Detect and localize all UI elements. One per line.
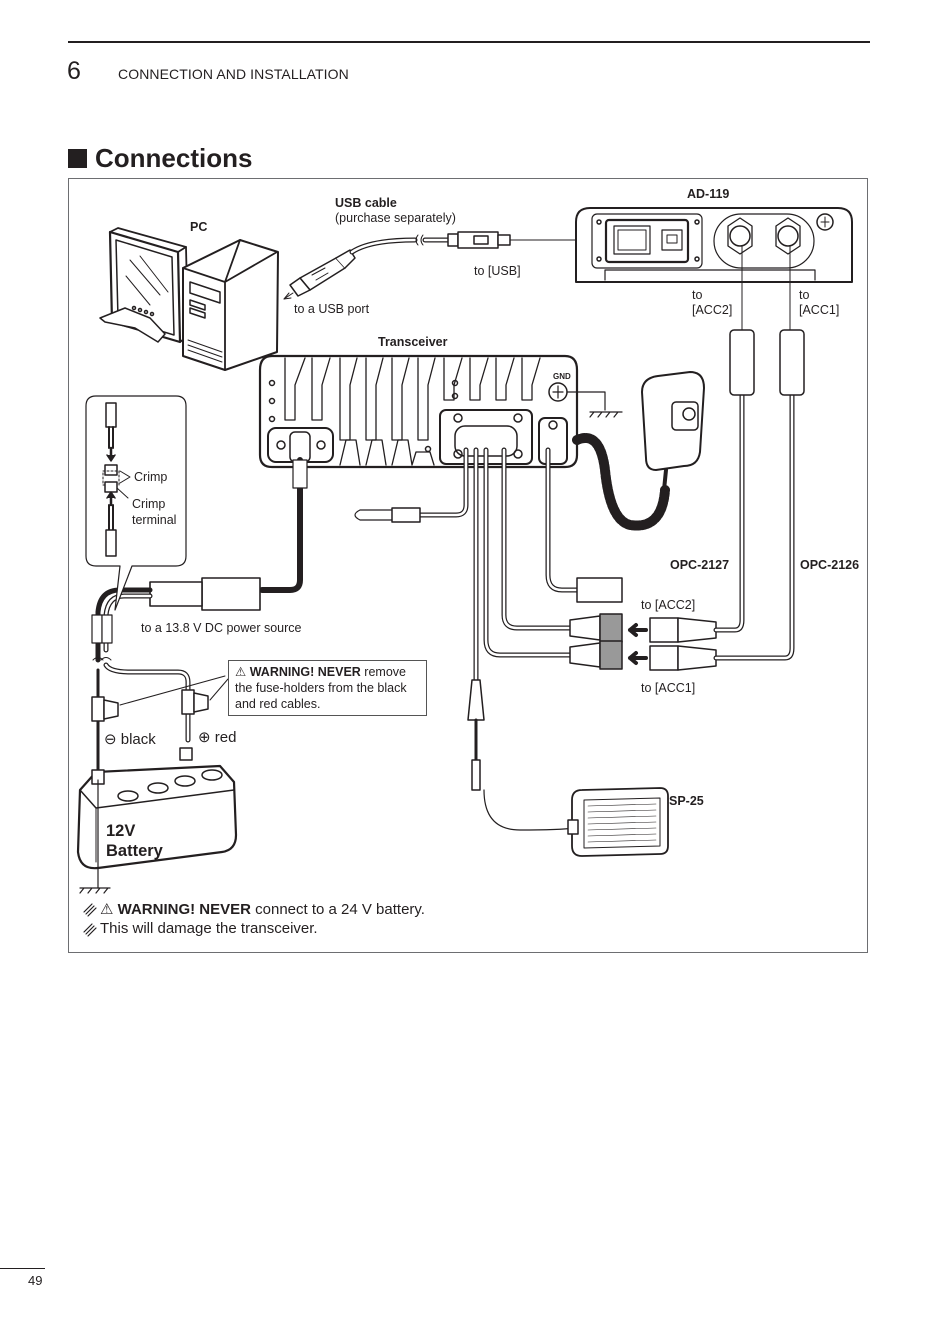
battery-label-a: 12V <box>106 822 136 840</box>
sp25-label: SP-25 <box>669 794 704 808</box>
page-number: 49 <box>28 1273 43 1288</box>
section-title-text: Connections <box>95 143 253 173</box>
opc2126-label: OPC-2126 <box>800 558 860 572</box>
footer-rule <box>0 1268 45 1269</box>
usb-cable-label: USB cable <box>335 196 397 210</box>
transceiver-label: Transceiver <box>378 335 448 349</box>
to-acc2-label: to [ACC2] <box>641 598 696 612</box>
battery-warning-bold: WARNING! NEVER <box>117 901 251 918</box>
usb-cable-note: (purchase separately) <box>335 211 456 225</box>
usb-cable-icon <box>283 231 607 300</box>
crimp-callout <box>85 395 187 611</box>
ad-to-acc2-label-a: to <box>692 288 703 302</box>
warning-hatch-icon <box>83 903 97 937</box>
ad-to-acc1-label-a: to <box>799 288 810 302</box>
to-acc1-label: to [ACC1] <box>641 681 696 695</box>
speaker-icon <box>567 787 669 857</box>
fuse-warning-bold: WARNING! NEVER <box>249 665 361 679</box>
section-title: Connections <box>68 142 252 174</box>
pc-tower-icon <box>182 239 279 371</box>
battery-warning: ⚠ WARNING! NEVER connect to a 24 V batte… <box>82 900 425 938</box>
black-text: black <box>120 731 156 748</box>
fuse-warning-text: remove the fuse-holders from the black a… <box>235 665 407 711</box>
battery-warning-text-1: connect to a 24 V battery. <box>250 901 425 918</box>
plus-icon: ⊕ <box>198 729 211 746</box>
microphone-icon <box>572 371 705 531</box>
ad-to-acc1-label-b: [ACC1] <box>799 303 840 317</box>
gnd-label: GND <box>553 372 571 381</box>
black-terminal-label: ⊖ black <box>104 731 156 749</box>
ad-to-acc2-label-b: [ACC2] <box>692 303 733 317</box>
battery-warning-text-2: This will damage the transceiver. <box>100 920 318 937</box>
section-square-icon <box>68 149 87 168</box>
red-terminal-label: ⊕ red <box>198 729 236 747</box>
ad119-adapter-icon <box>575 207 853 331</box>
accessory-cables <box>354 329 805 831</box>
opc2127-label: OPC-2127 <box>670 558 730 572</box>
fuse-warning-box: ⚠ WARNING! NEVER remove the fuse-holders… <box>228 660 427 716</box>
power-source-label: to a 13.8 V DC power source <box>141 621 302 635</box>
warning-triangle-icon: ⚠ <box>100 901 114 918</box>
power-cable <box>91 457 308 782</box>
header-rule <box>68 41 870 43</box>
pc-monitor-icon <box>99 227 189 344</box>
battery-icon <box>76 747 238 894</box>
warning-triangle-icon: ⚠ <box>235 665 247 679</box>
crimp-terminal-label-b: terminal <box>132 513 177 527</box>
ad119-label: AD-119 <box>687 187 730 201</box>
transceiver-icon <box>258 354 623 469</box>
crimp-label: Crimp <box>134 470 168 484</box>
chapter-title: CONNECTION AND INSTALLATION <box>118 66 349 82</box>
diagram-frame <box>68 178 868 953</box>
minus-icon: ⊖ <box>104 731 117 748</box>
battery-label-b: Battery <box>106 842 163 860</box>
to-usb-port-label: to a USB port <box>294 302 370 316</box>
chapter-number: 6 <box>67 57 81 85</box>
to-usb-label: to [USB] <box>474 264 521 278</box>
red-text: red <box>214 729 237 746</box>
pc-label: PC <box>190 220 208 234</box>
crimp-terminal-label-a: Crimp <box>132 497 166 511</box>
